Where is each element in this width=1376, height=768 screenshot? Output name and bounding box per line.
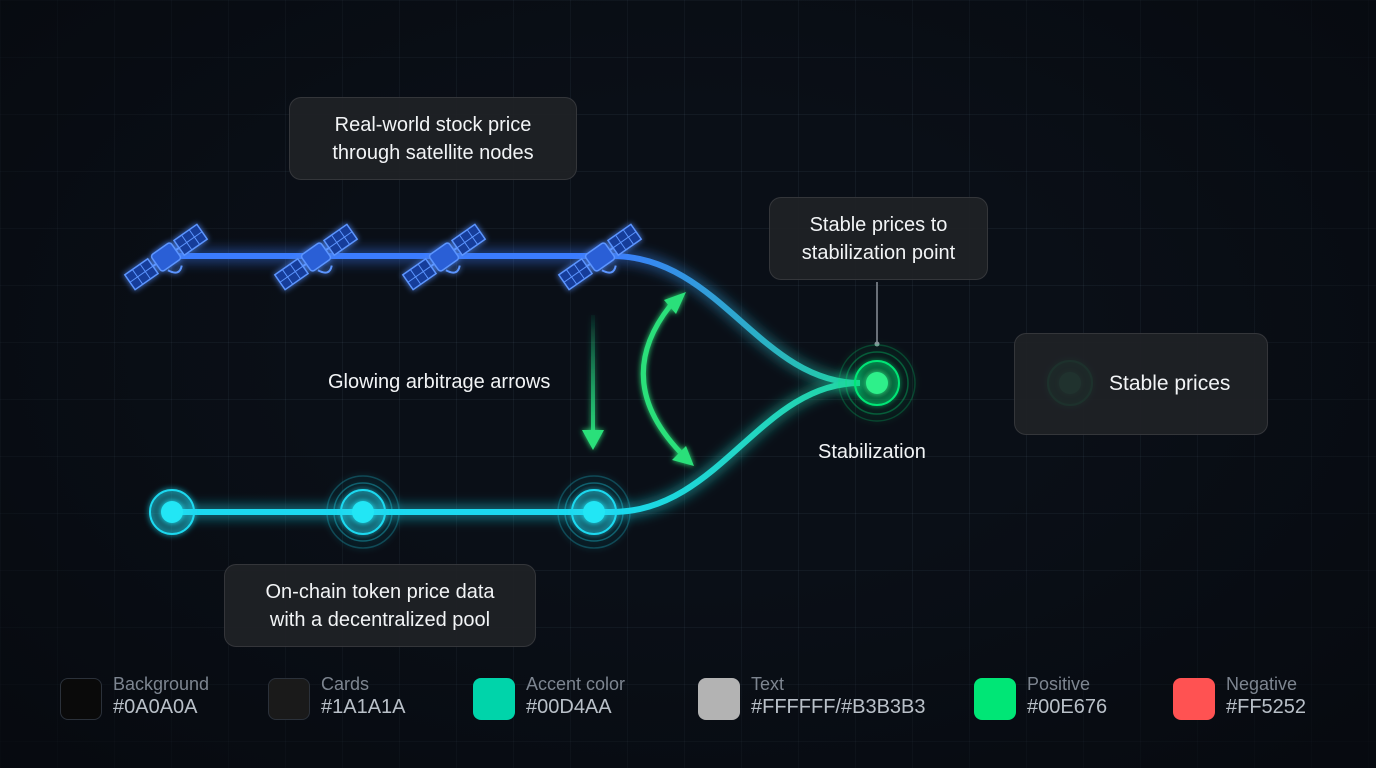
legend-name: Background [113,674,209,695]
legend-value: #00D4AA [526,696,612,719]
satellite-icon [124,224,213,298]
curved-double-arrow-icon [643,292,694,466]
legend-swatch [473,678,515,720]
legend-name: Positive [1027,674,1090,695]
stable-prices-label: Stable prices [1109,372,1230,396]
satellite-info-card: Real-world stock price through satellite… [289,97,577,180]
node-icon [150,490,194,534]
legend-value: #1A1A1A [321,696,406,719]
stabilization-info-card: Stable prices to stabilization point [769,197,988,280]
legend-swatch [268,678,310,720]
legend-name: Text [751,674,784,695]
legend-value: #FFFFFF/#B3B3B3 [751,696,926,719]
card-line: with a decentralized pool [225,606,535,634]
card-line: Real-world stock price [290,111,576,139]
legend-swatch [974,678,1016,720]
onchain-price-line [172,383,860,512]
legend-swatch [1173,678,1215,720]
card-line: through satellite nodes [290,139,576,167]
legend-value: #00E676 [1027,696,1107,719]
card-line: Stable prices to [770,211,987,239]
arrow-down-icon [582,315,604,450]
legend-name: Negative [1226,674,1297,695]
satellite-price-line [170,256,860,383]
legend-value: #0A0A0A [113,696,198,719]
arbitrage-label: Glowing arbitrage arrows [328,371,550,394]
satellite-icon [402,224,491,298]
legend-value: #FF5252 [1226,696,1306,719]
onchain-info-card: On-chain token price data with a decentr… [224,564,536,647]
legend-swatch [60,678,102,720]
legend-name: Cards [321,674,369,695]
satellite-icon [274,224,363,298]
legend-name: Accent color [526,674,625,695]
card-line: stabilization point [770,239,987,267]
card-line: On-chain token price data [225,578,535,606]
stabilization-label: Stabilization [818,441,926,464]
legend-swatch [698,678,740,720]
